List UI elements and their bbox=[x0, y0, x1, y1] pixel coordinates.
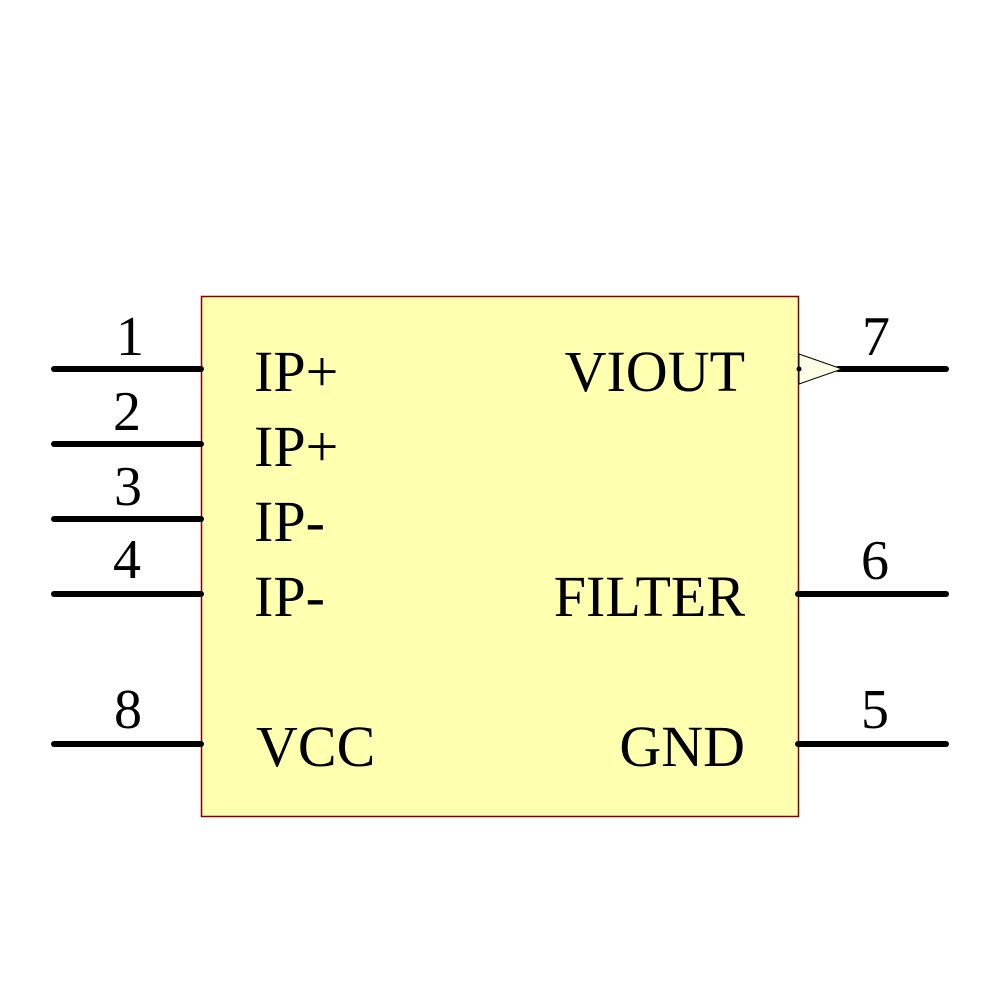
pin-6[interactable]: 6 FILTER bbox=[554, 530, 949, 629]
pin-8-label: VCC bbox=[256, 714, 375, 779]
pin-4-label: IP- bbox=[254, 564, 325, 629]
pin-1-number: 1 bbox=[116, 306, 144, 368]
pin-7-number: 7 bbox=[862, 306, 890, 368]
pin-5-label: GND bbox=[619, 714, 745, 779]
pin-5[interactable]: 5 GND bbox=[619, 679, 949, 779]
pin-8-number: 8 bbox=[114, 679, 142, 741]
pin-4[interactable]: 4 IP- bbox=[51, 529, 325, 629]
pin-1-label: IP+ bbox=[254, 339, 338, 404]
pin-2-label: IP+ bbox=[254, 414, 338, 479]
pin-6-number: 6 bbox=[861, 530, 889, 592]
pin-7-junction bbox=[796, 366, 802, 372]
component-body[interactable] bbox=[200, 295, 800, 818]
pin-8[interactable]: 8 VCC bbox=[51, 679, 375, 779]
output-arrow-icon bbox=[798, 353, 844, 385]
pin-7-label: VIOUT bbox=[565, 339, 745, 404]
pin-2-number: 2 bbox=[113, 381, 141, 443]
pin-3-number: 3 bbox=[114, 456, 142, 518]
pin-2[interactable]: 2 IP+ bbox=[51, 381, 338, 479]
pin-5-number: 5 bbox=[861, 679, 889, 741]
pin-3-label: IP- bbox=[254, 489, 325, 554]
pin-4-number: 4 bbox=[113, 529, 141, 591]
pin-7[interactable]: 7 VIOUT bbox=[565, 306, 949, 404]
pin-3[interactable]: 3 IP- bbox=[51, 456, 325, 554]
pin-6-label: FILTER bbox=[554, 564, 746, 629]
pin-1[interactable]: 1 IP+ bbox=[51, 306, 338, 404]
